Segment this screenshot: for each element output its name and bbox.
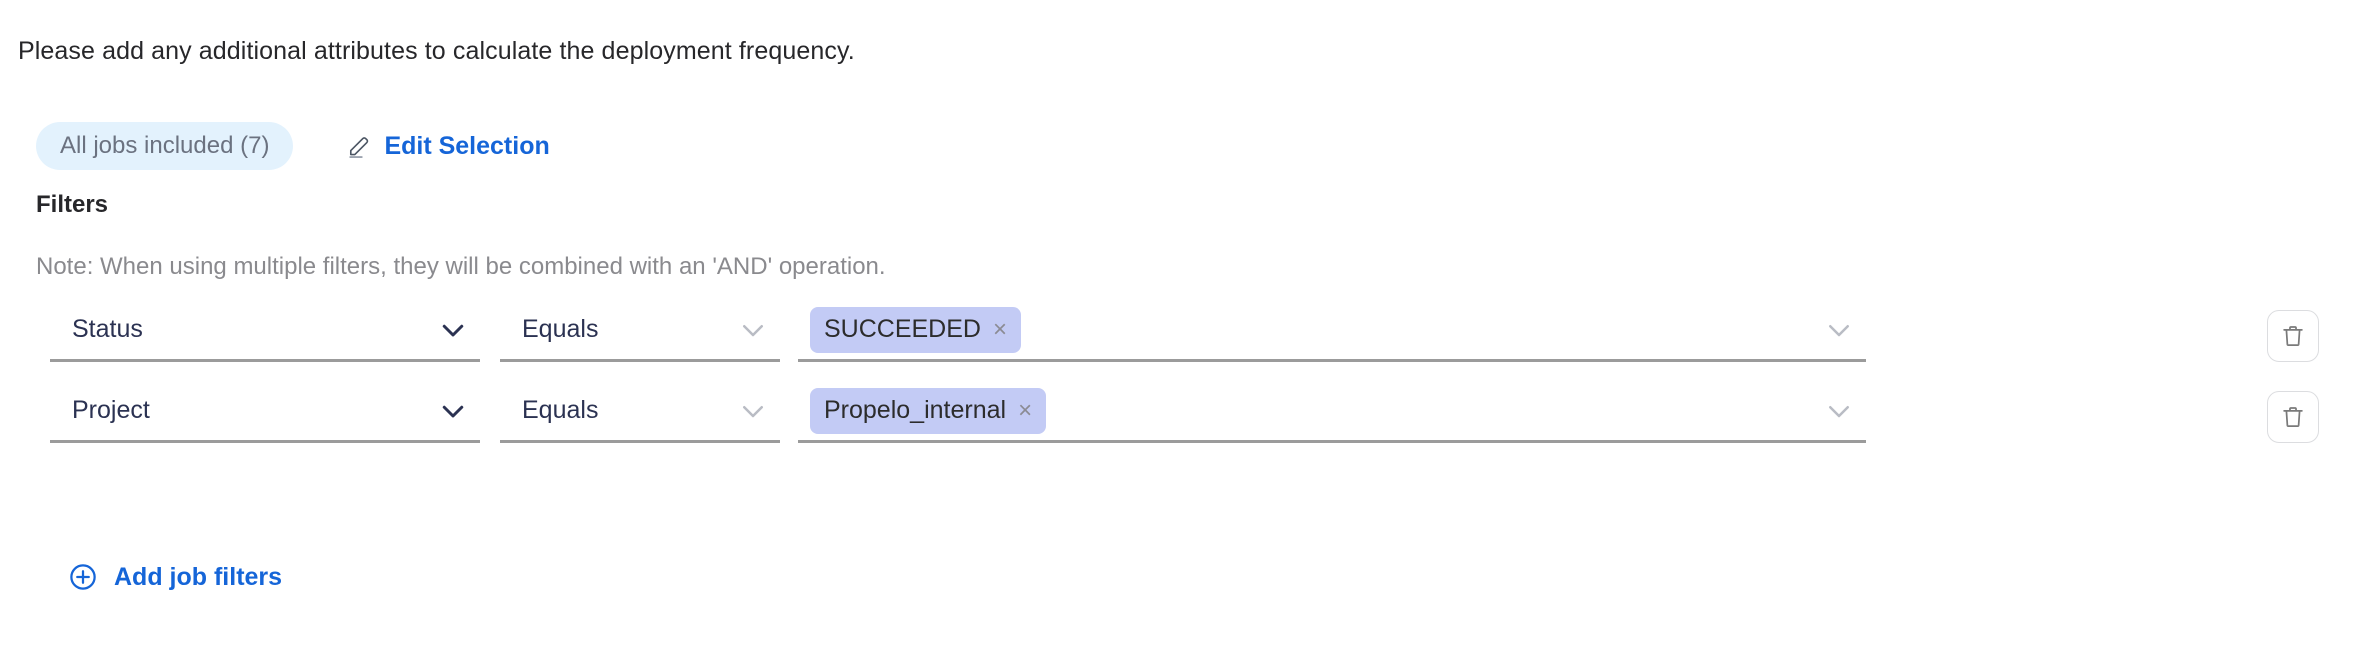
value-chip-label: SUCCEEDED: [824, 315, 981, 343]
filter-value-select[interactable]: SUCCEEDED ×: [798, 300, 1866, 362]
filters-note: Note: When using multiple filters, they …: [36, 253, 886, 280]
delete-filter-button[interactable]: [2267, 310, 2319, 362]
chevron-down-icon: [438, 396, 468, 426]
job-selection-row: All jobs included (7) Edit Selection: [36, 122, 550, 170]
delete-filter-button[interactable]: [2267, 391, 2319, 443]
value-chip-label: Propelo_internal: [824, 396, 1007, 424]
filter-attribute-select[interactable]: Status: [50, 300, 480, 362]
filter-attribute-select[interactable]: Project: [50, 381, 480, 443]
edit-selection-label: Edit Selection: [384, 131, 550, 160]
filter-value-chips: SUCCEEDED ×: [798, 306, 1021, 353]
filter-attribute-value: Status: [72, 315, 143, 343]
filter-row: Project Equals Propelo_internal ×: [0, 381, 2376, 461]
add-job-filters-label: Add job filters: [114, 562, 283, 591]
close-icon[interactable]: ×: [992, 315, 1007, 343]
chevron-down-icon: [438, 315, 468, 345]
plus-circle-icon: [68, 562, 98, 592]
chevron-down-icon: [1824, 396, 1854, 426]
jobs-included-badge: All jobs included (7): [36, 122, 294, 170]
chevron-down-icon: [1824, 315, 1854, 345]
filter-operator-select[interactable]: Equals: [500, 300, 780, 362]
filter-operator-value: Equals: [522, 396, 599, 424]
add-job-filters-button[interactable]: Add job filters: [68, 562, 282, 592]
value-chip[interactable]: Propelo_internal ×: [810, 387, 1047, 434]
filter-attribute-value: Project: [72, 396, 150, 424]
trash-icon: [2283, 326, 2303, 346]
pencil-icon: [347, 133, 373, 159]
filter-operator-select[interactable]: Equals: [500, 381, 780, 443]
close-icon[interactable]: ×: [1018, 396, 1033, 424]
chevron-down-icon: [738, 396, 768, 426]
filter-value-select[interactable]: Propelo_internal ×: [798, 381, 1866, 443]
filter-row: Status Equals SUCCEEDED ×: [0, 300, 2376, 380]
intro-text: Please add any additional attributes to …: [18, 37, 855, 65]
filters-heading: Filters: [36, 191, 109, 218]
filter-value-chips: Propelo_internal ×: [798, 387, 1047, 434]
trash-icon: [2283, 407, 2303, 427]
filter-operator-value: Equals: [522, 315, 599, 343]
edit-selection-button[interactable]: Edit Selection: [347, 131, 550, 160]
chevron-down-icon: [738, 315, 768, 345]
value-chip[interactable]: SUCCEEDED ×: [810, 306, 1021, 353]
